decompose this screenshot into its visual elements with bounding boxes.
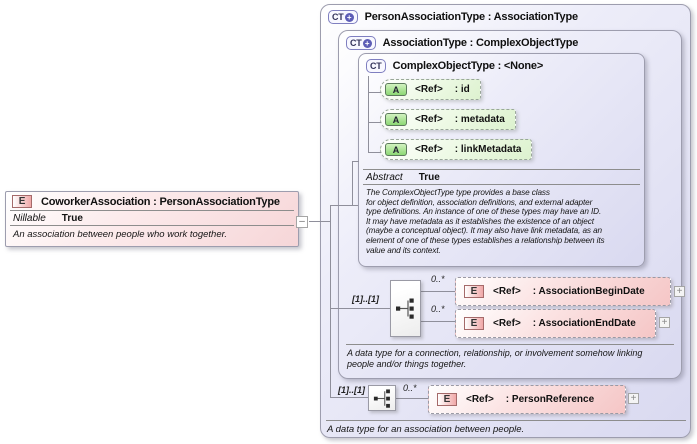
connector-line [368,76,369,153]
complex-object-type-description: The ComplexObjectType type provides a ba… [366,188,605,255]
person-association-type-description: A data type for an association between p… [327,424,525,435]
connector-line [352,161,359,162]
sequence-cardinality: [1]..[1] [338,385,365,395]
connector-line [330,205,331,397]
complex-type-extension-icon: CT + [328,10,358,24]
connector-line [309,221,330,222]
collapse-button[interactable]: – [296,216,308,228]
element-name: : AssociationBeginDate [532,286,645,297]
coworker-association-header[interactable]: E CoworkerAssociation : PersonAssociatio… [6,192,298,210]
connector-line [368,92,381,93]
extension-plus-icon: + [344,12,354,22]
attribute-ref: <Ref> [415,114,443,125]
element-icon: E [464,285,484,298]
element-name: : PersonReference [505,394,595,405]
attribute-icon: A [385,143,407,156]
occurrence-label: 0..* [403,383,417,393]
element-node-association-end-date[interactable]: E <Ref> : AssociationEndDate [455,309,656,338]
element-node-association-begin-date[interactable]: E <Ref> : AssociationBeginDate [455,277,671,306]
nillable-property-row: Nillable True [6,211,298,225]
expand-button[interactable]: + [628,393,639,404]
ct-icon-label: CT [350,38,362,48]
abstract-value: True [418,172,440,183]
nillable-label: Nillable [13,213,46,224]
connector-line [421,321,455,322]
separator-line [346,344,674,345]
connector-line [330,308,390,309]
complex-object-type-box: CT ComplexObjectType : <None> A <Ref> : … [358,53,645,267]
coworker-association-description: An association between people who work t… [13,229,228,240]
association-type-title: AssociationType : ComplexObjectType [382,37,579,49]
separator-line [10,225,294,226]
complex-object-type-header[interactable]: CT ComplexObjectType : <None> [359,54,644,79]
attribute-name: : metadata [454,114,505,125]
element-name: : AssociationEndDate [532,318,636,329]
expand-button[interactable]: + [659,317,670,328]
attribute-icon: A [385,113,407,126]
separator-line [10,210,294,211]
expand-button[interactable]: + [674,286,685,297]
attribute-ref: <Ref> [415,144,443,155]
complex-object-type-title: ComplexObjectType : <None> [392,60,544,72]
complex-type-icon: CT [366,59,386,73]
connector-line [352,161,353,205]
attribute-node-metadata[interactable]: A <Ref> : metadata [380,109,516,130]
connector-line [421,291,455,292]
attribute-node-link-metadata[interactable]: A <Ref> : linkMetadata [380,139,533,160]
person-association-type-header[interactable]: CT + PersonAssociationType : Association… [321,5,690,27]
sequence-compositor-icon[interactable] [368,385,396,411]
abstract-property-row: Abstract True [359,170,644,184]
attribute-node-id[interactable]: A <Ref> : id [380,79,481,100]
element-ref: <Ref> [493,318,521,329]
attribute-icon: A [385,83,407,96]
association-type-header[interactable]: CT + AssociationType : ComplexObjectType [339,31,681,53]
connector-line [330,397,368,398]
nillable-value: True [61,213,83,224]
sequence-cardinality: [1]..[1] [352,294,379,304]
coworker-association-node[interactable]: E CoworkerAssociation : PersonAssociatio… [5,191,299,247]
sequence-glyph [373,388,390,408]
element-ref: <Ref> [466,394,494,405]
abstract-label: Abstract [366,172,403,183]
occurrence-label: 0..* [431,274,445,284]
separator-line [326,420,686,421]
element-node-person-reference[interactable]: E <Ref> : PersonReference [428,385,626,414]
sequence-compositor-icon[interactable] [390,280,421,337]
ct-icon-label: CT [332,12,344,22]
complex-type-extension-icon: CT + [346,36,376,50]
element-icon: E [437,393,457,406]
element-icon: E [12,195,32,208]
coworker-association-title: CoworkerAssociation : PersonAssociationT… [41,195,280,208]
sequence-glyph [396,298,414,319]
separator-line [363,169,640,170]
element-icon: E [464,317,484,330]
association-type-description: A data type for a connection, relationsh… [347,348,643,369]
attribute-name: : linkMetadata [454,144,522,155]
attribute-name: : id [454,84,470,95]
separator-line [363,184,640,185]
extension-plus-icon: + [362,38,372,48]
person-association-type-title: PersonAssociationType : AssociationType [364,11,578,23]
connector-line [368,122,381,123]
attribute-ref: <Ref> [415,84,443,95]
ct-icon-label: CT [370,61,382,71]
element-ref: <Ref> [493,286,521,297]
occurrence-label: 0..* [431,304,445,314]
connector-line [368,152,381,153]
connector-line [396,398,428,399]
connector-line [330,205,358,206]
